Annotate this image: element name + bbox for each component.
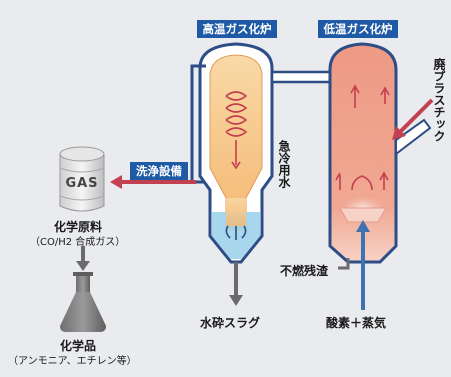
scrubber-arrowhead (110, 175, 122, 189)
low-temp-gasifier-label: 低温ガス化炉 (318, 20, 398, 38)
low-temp-up-arrow (350, 84, 360, 108)
high-temp-gasifier (198, 42, 274, 306)
water-jet-icon (225, 225, 247, 240)
waste-plastic-arrow (396, 98, 434, 136)
gas-tank-label: GAS (65, 176, 99, 191)
residue-pipe (338, 258, 350, 270)
flask-icon (60, 272, 106, 332)
low-temp-hearth (339, 207, 387, 223)
unburnt-residue-label: 不燃残渣 (280, 264, 329, 278)
high-temp-nozzle (226, 198, 246, 226)
swirl-icon (225, 91, 248, 137)
low-temp-gasifier (328, 42, 398, 310)
low-temp-right-arrows (335, 86, 390, 191)
recycle-pipe (190, 64, 206, 184)
gas-tank (59, 146, 105, 212)
water-crushed-slag-label: 水砕スラグ (200, 316, 261, 330)
chemical-products-detail: （アンモニア、エチレン等） (8, 356, 137, 367)
quench-water-label: 急冷用水 (277, 140, 291, 188)
oxygen-steam-label: 酸素＋蒸気 (326, 316, 387, 330)
chemical-feedstock-label: 化学原料 (54, 220, 103, 234)
waste-plastic-feed-pipe (395, 118, 432, 157)
waste-plastic-label: 廃プラスチック (432, 58, 446, 142)
chemical-feedstock-detail: （CO/H2 合成ガス） (30, 237, 126, 248)
high-temp-gasifier-label: 高温ガス化炉 (197, 20, 277, 38)
chemical-products-label: 化学品 (60, 339, 97, 353)
scrubber-label: 洗浄設備 (130, 162, 188, 180)
